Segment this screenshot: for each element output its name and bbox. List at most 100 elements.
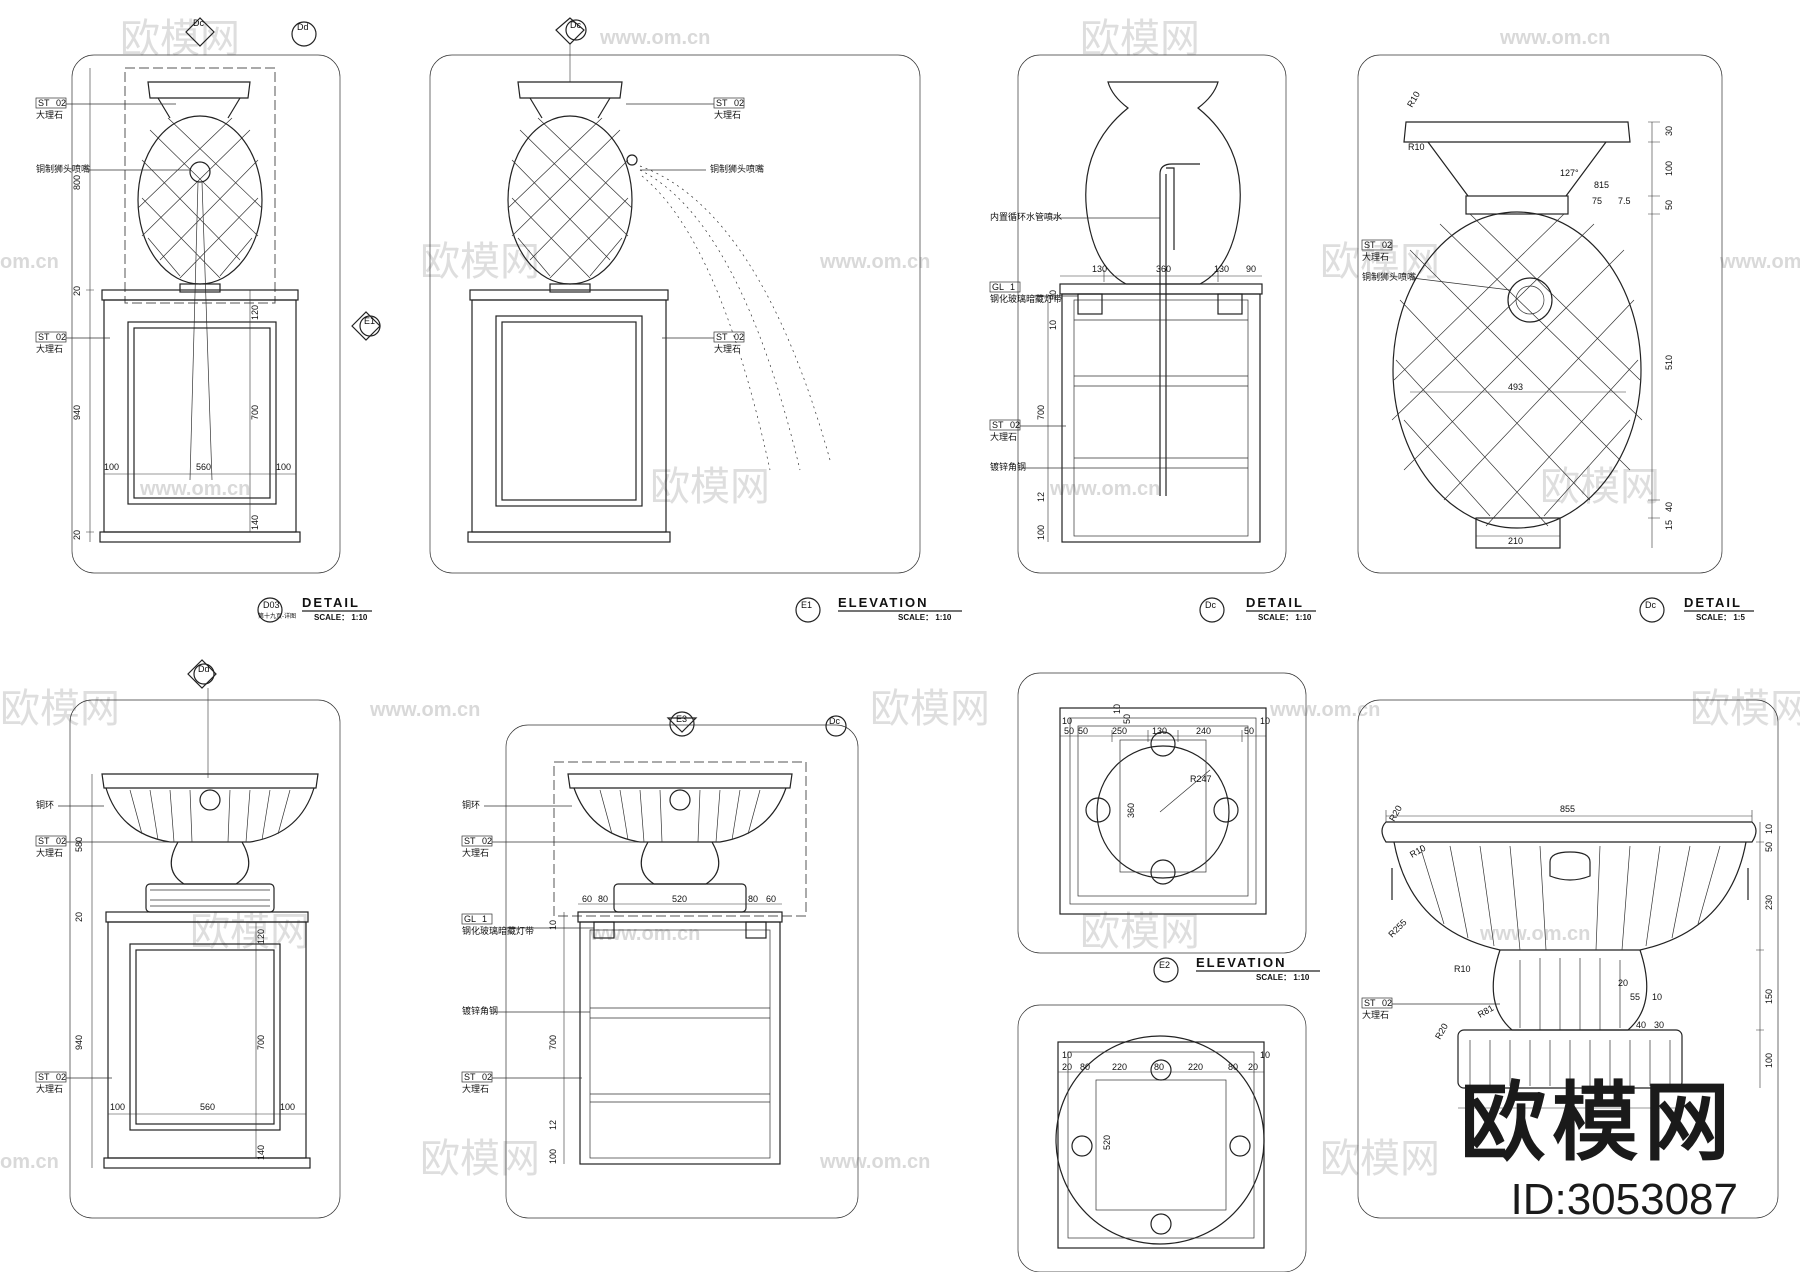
inner-pipe [1159,163,1200,496]
light-spot [1150,1213,1172,1235]
dim-210: 210 [1508,536,1523,546]
panel-pineapple-section: 130 360 130 90 50 10 700 12 100 内置循环水管喷水… [989,81,1316,623]
pedestal-panel-outer [129,943,281,1131]
marker-circle [565,19,587,41]
plan-inner [1069,717,1257,905]
dimension-lines [1060,730,1266,742]
material-copper-ring: 铜环 [36,799,54,810]
watermark-brand: 欧模网 [1080,909,1200,955]
pedestal-body [107,921,307,1159]
panel-frame [71,54,341,574]
light-box-left [1077,293,1103,315]
dim-50: 50 [1764,842,1774,852]
dim-75: 75 [1592,196,1602,206]
dim-100: 100 [1036,525,1046,540]
pedestal-plinth [467,531,671,543]
watermark-brand: 欧模网 [870,686,990,732]
watermark-url: om.cn [0,251,59,273]
title-circle [1153,957,1179,983]
tag-num: 02 [56,332,66,342]
material-tag [989,281,1021,293]
steel-frame-bars [590,1007,770,1103]
dim-r10: R10 [1454,964,1471,974]
marker-circle [193,663,215,685]
pineapple-body [137,115,263,285]
light-spot [1213,797,1239,823]
material-lion-spout: 铜制狮头喷嘴 [36,163,90,174]
dim-50: 50 [1122,714,1132,724]
material-marble: 大理石 [462,847,489,858]
pedestal-cap [577,911,783,923]
watermark-url: www.om.cn [1499,27,1610,49]
bowl-stem [170,841,250,885]
dim-140: 140 [250,515,260,530]
watermark-brand: 欧模网 [1080,16,1200,62]
material-tag [1361,997,1393,1009]
pedestal-inner [589,929,771,1159]
watermark-url: www.om.cn [599,27,710,49]
bowl-body [1393,841,1747,951]
plan-outer [1059,707,1267,915]
dim-220: 220 [1112,1062,1127,1072]
material-marble: 大理石 [36,1083,63,1094]
watermark-brand: 欧模网 [0,686,120,732]
light-spot [1150,1059,1172,1081]
tag-st: ST [38,98,50,108]
view-title: ELEVATION [838,595,928,610]
view-title: DETAIL [302,595,360,610]
tag-st: ST [716,332,728,342]
dim-100: 100 [104,462,119,472]
bowl-spout [669,789,691,811]
dim-60: 60 [582,894,592,904]
copper-ring-side [1391,868,1749,900]
panel-elevation-e1: Dc ST 02 大理石 铜制狮头喷嘴 ST 02 大理石 E1 ELEVATI… [467,17,962,623]
dim-12: 12 [548,1120,558,1130]
material-tag [989,419,1021,431]
dim-20: 20 [72,530,82,540]
dim-100: 100 [280,1102,295,1112]
section-marker [666,717,698,733]
material-tag [1361,239,1393,251]
watermark-url: www.om.cn [1479,923,1590,945]
section-marker [187,659,217,689]
material-marble: 大理石 [990,431,1017,442]
panel-frame [505,724,859,1219]
dim-520: 520 [672,894,687,904]
marker-label: Dd [198,664,210,674]
material-glass-light: 钢化玻璃暗藏灯带 [990,293,1062,304]
dim-100: 100 [1664,161,1674,176]
watermark-url: www.om.cn [139,478,250,500]
light-box-left [593,921,615,939]
view-title: DETAIL [1684,595,1742,610]
material-tag [461,835,493,847]
pedestal-shell [579,921,781,1165]
marker-label: E3 [676,714,687,724]
dim-250: 250 [1112,726,1127,736]
base-lines [150,889,270,907]
dim-50: 50 [1664,200,1674,210]
panel-frames [69,54,1779,1272]
dim-220: 220 [1188,1062,1203,1072]
view-scale: SCALE： 1:5 [1696,613,1745,622]
vase-rim [517,81,623,99]
dim-100: 100 [1764,1053,1774,1068]
material-tag [713,97,745,109]
tag-num: 02 [482,1072,492,1082]
dim-150: 150 [1764,989,1774,1004]
material-glass-light: 钢化玻璃暗藏灯带 [462,925,534,936]
material-marble: 大理石 [462,1083,489,1094]
dim-55: 55 [1630,992,1640,1002]
dim-140: 140 [256,1145,266,1160]
dim-10: 10 [548,920,558,930]
dim-560: 560 [200,1102,215,1112]
dim-r255: R255 [1386,917,1408,939]
watermark-url: www.om.cn [1269,699,1380,721]
dim-80: 80 [1080,1062,1090,1072]
dim-40: 40 [1664,502,1674,512]
dim-12: 12 [1036,492,1046,502]
pedestal-inner [1073,299,1249,537]
material-tag [35,1071,67,1083]
pedestal-panel-inner [501,321,637,501]
watermark-brand: 欧模网 [120,16,240,62]
